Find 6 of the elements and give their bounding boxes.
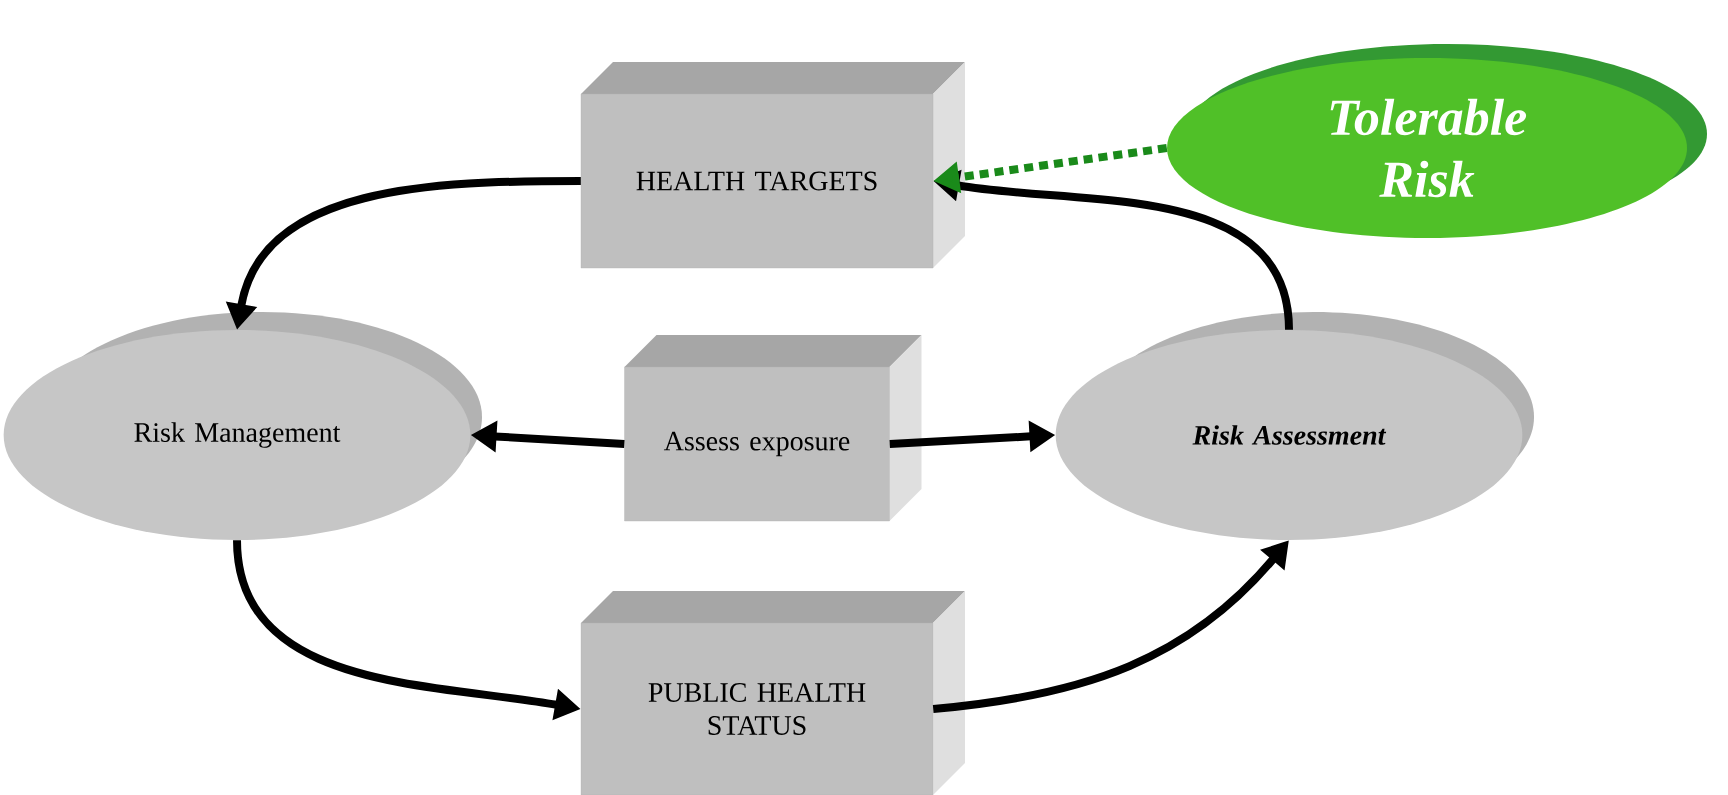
ellipse-node: Tolerable Risk [1167,44,1707,238]
process-box: Assess exposure [624,335,922,522]
process-box: PUBLIC HEALTH STATUS [580,591,965,795]
ellipse-node: Risk Management [3,312,482,540]
ellipse-node: Risk Assessment [1055,312,1534,540]
process-box: HEALTH TARGETS [580,62,965,269]
